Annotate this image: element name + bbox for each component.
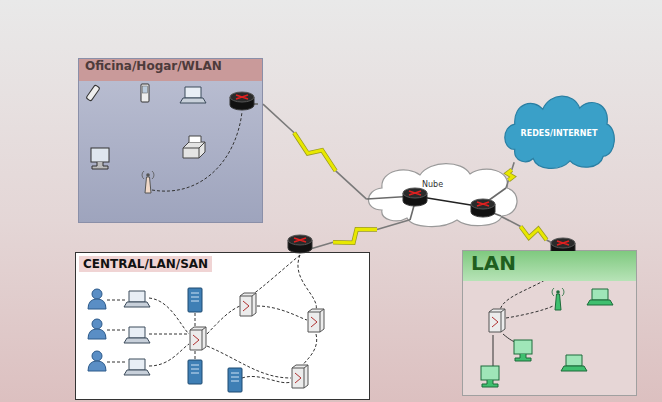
- pda-icon: [141, 84, 149, 102]
- router-icon: [403, 188, 427, 206]
- router-icon: [230, 92, 254, 110]
- laptop-icon: [124, 327, 150, 343]
- lightning-bolt: [507, 170, 513, 180]
- desktop-icon: [91, 148, 109, 169]
- access-point-icon: [142, 171, 154, 193]
- illustration-shape: [207, 346, 291, 378]
- phone-icon: [86, 85, 100, 102]
- internet-cloud: REDES/INTERNET: [500, 92, 618, 170]
- cloud-outline: [369, 164, 518, 227]
- illustration-shape: [500, 258, 563, 310]
- illustration-shape: [195, 313, 196, 326]
- switch-icon: [489, 309, 505, 332]
- cloud-outline: [505, 96, 615, 168]
- switch-icon: [190, 327, 206, 350]
- router-icon: [288, 235, 312, 253]
- region-heading: REDES/INTERNET: [521, 129, 598, 138]
- printer-icon: [183, 136, 205, 158]
- lightning-outline: [294, 133, 336, 171]
- lightning-bolt: [333, 229, 377, 242]
- region-heading: Oficina/Hogar/WLAN: [79, 59, 262, 81]
- illustration-shape: [107, 362, 126, 363]
- switch-icon: [240, 293, 256, 316]
- server-icon: [188, 360, 202, 384]
- illustration-shape: [242, 376, 291, 382]
- lightning-bolt: [521, 227, 547, 240]
- user-icon: [88, 319, 106, 339]
- link-line: [300, 220, 410, 252]
- link-line: [263, 104, 367, 199]
- wan-link: [506, 162, 514, 188]
- illustration-shape: [107, 330, 126, 331]
- server-icon: [188, 288, 202, 312]
- laptop-icon: [587, 289, 613, 305]
- router-links: [242, 104, 563, 252]
- region-heading: Nube: [422, 180, 443, 189]
- illustration-shape: [506, 306, 553, 318]
- lightning-outline: [521, 227, 547, 240]
- laptop-icon: [180, 87, 206, 103]
- lightning-bolt: [294, 133, 336, 171]
- laptop-icon: [124, 291, 150, 307]
- wan-link: [300, 220, 410, 252]
- illustration-shape: [257, 306, 307, 320]
- desktop-icon: [514, 340, 532, 361]
- access-point-icon: [552, 288, 564, 310]
- region-box: CENTRAL/LAN/SAN: [75, 252, 370, 400]
- wan-link: [263, 104, 367, 199]
- switch-icon: [292, 365, 308, 388]
- wireless-links: [152, 112, 242, 191]
- illustration-shape: [195, 351, 196, 359]
- illustration-shape: [493, 335, 494, 366]
- region-box: Oficina/Hogar/WLAN: [78, 58, 263, 223]
- illustration-shape: [207, 306, 240, 334]
- server-icon: [228, 368, 242, 392]
- illustration-shape: [149, 344, 189, 366]
- laptop-icon: [561, 355, 587, 371]
- desktop-icon: [481, 366, 499, 387]
- illustration-shape: [298, 255, 316, 310]
- illustration-shape: [149, 334, 189, 335]
- illustration-shape: [152, 112, 242, 191]
- region-heading: LAN: [463, 251, 636, 281]
- router-icon: [471, 199, 495, 217]
- lightning-outline: [507, 170, 513, 180]
- illustration-shape: [149, 298, 189, 334]
- lightning-outline: [333, 229, 377, 242]
- illustration-shape: [302, 334, 317, 366]
- router-icon: [551, 238, 575, 256]
- switch-icon: [308, 309, 324, 332]
- lan-links: [107, 255, 317, 383]
- region-heading: CENTRAL/LAN/SAN: [79, 256, 212, 272]
- link-line: [506, 162, 514, 188]
- illustration-shape: [107, 300, 126, 301]
- user-icon: [88, 351, 106, 371]
- user-icon: [88, 289, 106, 309]
- laptop-icon: [124, 359, 150, 375]
- illustration-shape: [253, 255, 300, 294]
